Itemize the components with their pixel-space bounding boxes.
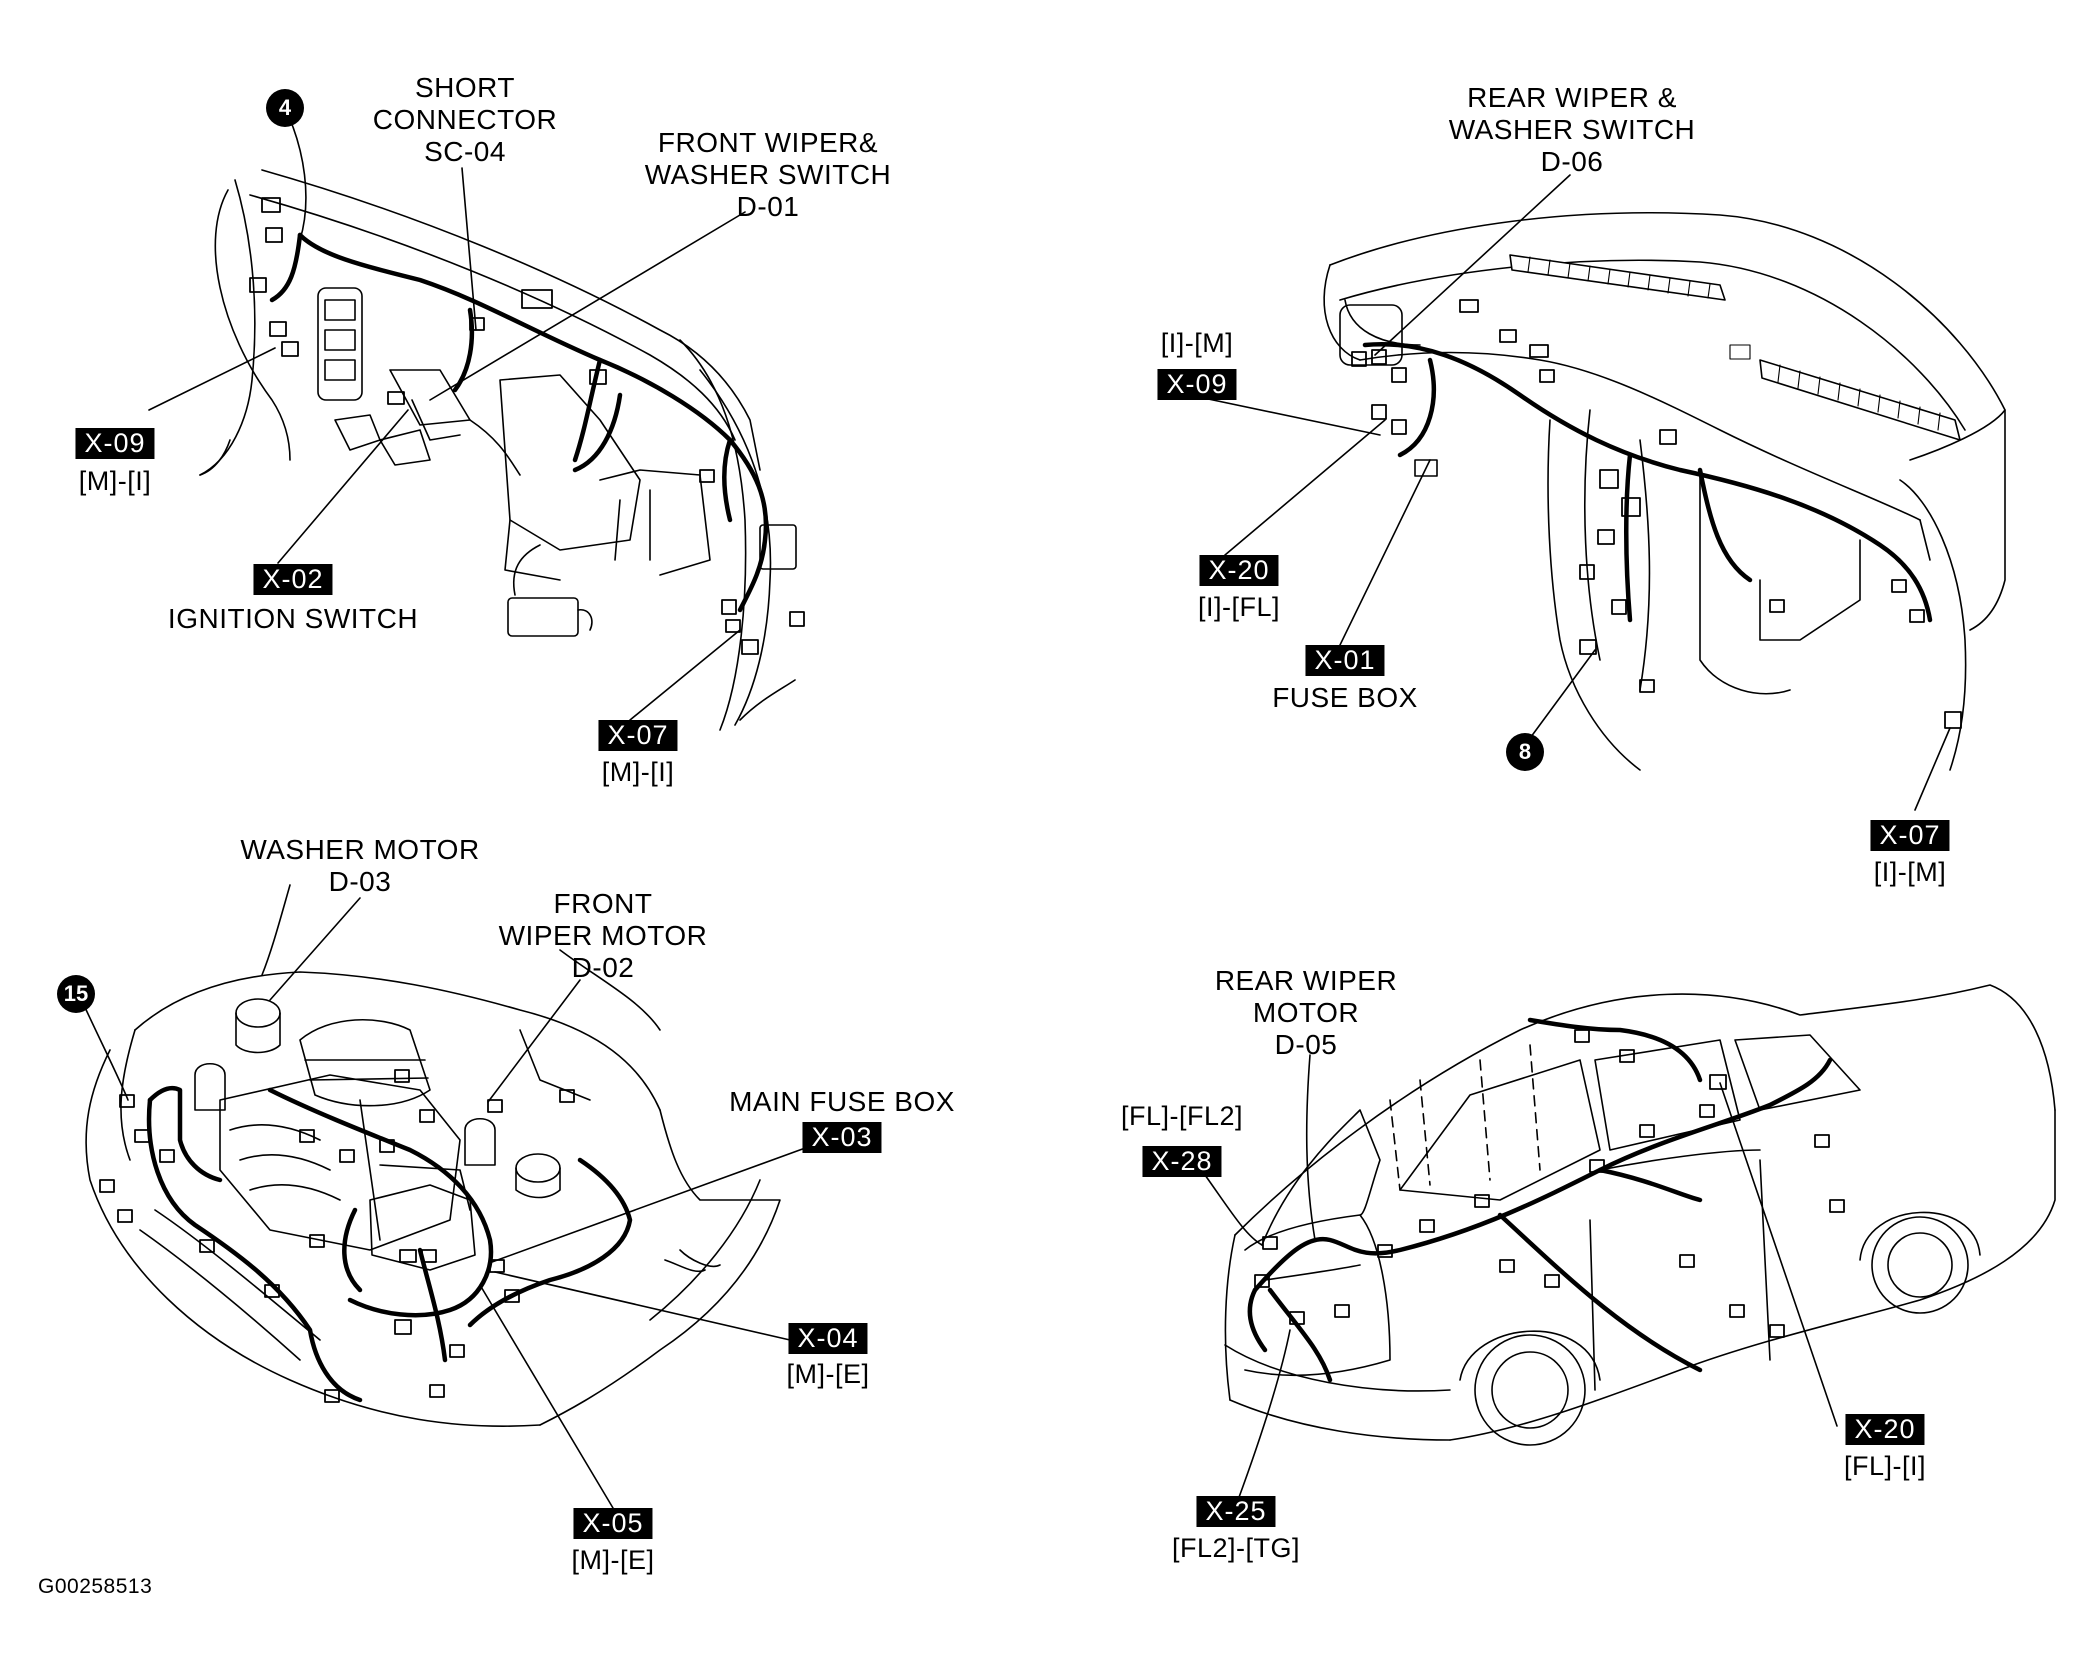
connector-tag-x25: X-25 — [1196, 1496, 1276, 1527]
washer-motor-callout: WASHER MOTOR D-03 — [240, 834, 480, 897]
rear-body-leaders — [1204, 1054, 1838, 1501]
reference-badge-15: 15 — [57, 975, 95, 1013]
dashboard-right-leaders — [1174, 174, 1951, 811]
connector-tag-x07-left: X-07 — [598, 720, 678, 751]
connector-pins-x28: [FL]-[FL2] — [1120, 1101, 1244, 1131]
connector-pins-x07-left: [M]-[I] — [601, 757, 675, 787]
front-wiper-motor-callout: FRONT WIPER MOTOR D-02 — [498, 888, 708, 983]
rear-body-drawing — [1224, 984, 2056, 1446]
rear-body-connectors — [1254, 1029, 1845, 1338]
dashboard-left-connectors — [249, 197, 805, 655]
rear-wiper-motor-callout: REAR WIPER MOTOR D-05 — [1214, 965, 1398, 1060]
connector-tag-x09-left: X-09 — [75, 428, 155, 459]
dashboard-right-vents — [1527, 256, 1941, 431]
connector-tag-x07-right: X-07 — [1870, 820, 1950, 851]
engine-bay-leaders — [81, 897, 809, 1509]
dashboard-left-harness — [269, 232, 769, 613]
engine-bay-harness — [146, 1085, 633, 1403]
connector-pins-x05: [M]-[E] — [571, 1545, 655, 1575]
short-connector-callout: SHORT CONNECTOR SC-04 — [372, 72, 558, 167]
dashboard-right-harness — [1362, 342, 1933, 623]
engine-bay-connectors — [99, 1069, 575, 1403]
connector-tag-x20-right: X-20 — [1199, 555, 1279, 586]
front-wiper-switch-callout: FRONT WIPER& WASHER SWITCH D-01 — [644, 127, 892, 222]
connector-tag-x03: X-03 — [802, 1122, 882, 1153]
connector-pins-x20-rear: [FL]-[I] — [1843, 1451, 1927, 1481]
connector-tag-x09-right: X-09 — [1157, 369, 1237, 400]
rear-wiper-switch-callout: REAR WIPER & WASHER SWITCH D-06 — [1448, 82, 1696, 177]
dashboard-left-drawing — [199, 169, 797, 731]
dashboard-right-drawing — [1323, 211, 2006, 771]
fuse-box-callout: FUSE BOX — [1272, 682, 1418, 713]
ignition-switch-callout: IGNITION SWITCH — [167, 603, 419, 634]
dashboard-left-leaders — [148, 107, 746, 721]
connector-pins-x07-right: [I]-[M] — [1873, 857, 1947, 887]
connector-pins-x25: [FL2]-[TG] — [1171, 1533, 1301, 1563]
connector-pins-x04: [M]-[E] — [786, 1359, 870, 1389]
connector-tag-x20-rear: X-20 — [1845, 1414, 1925, 1445]
connector-tag-x05: X-05 — [573, 1508, 653, 1539]
main-fuse-box-callout: MAIN FUSE BOX — [729, 1086, 955, 1117]
connector-pins-x09-left: [M]-[I] — [78, 466, 152, 496]
reference-badge-4: 4 — [266, 89, 304, 127]
reference-badge-8: 8 — [1506, 733, 1544, 771]
connector-pins-x09-right: [I]-[M] — [1160, 328, 1234, 358]
connector-tag-x01: X-01 — [1305, 645, 1385, 676]
rear-body-harness — [1247, 1017, 1833, 1383]
figure-code: G00258513 — [38, 1575, 153, 1598]
connector-pins-x20-right: [I]-[FL] — [1197, 592, 1281, 622]
connector-tag-x04: X-04 — [788, 1323, 868, 1354]
engine-bay-drawing — [85, 884, 781, 1427]
connector-tag-x02: X-02 — [253, 564, 333, 595]
dashboard-right-connectors — [1351, 299, 1962, 729]
connector-tag-x28: X-28 — [1142, 1146, 1222, 1177]
